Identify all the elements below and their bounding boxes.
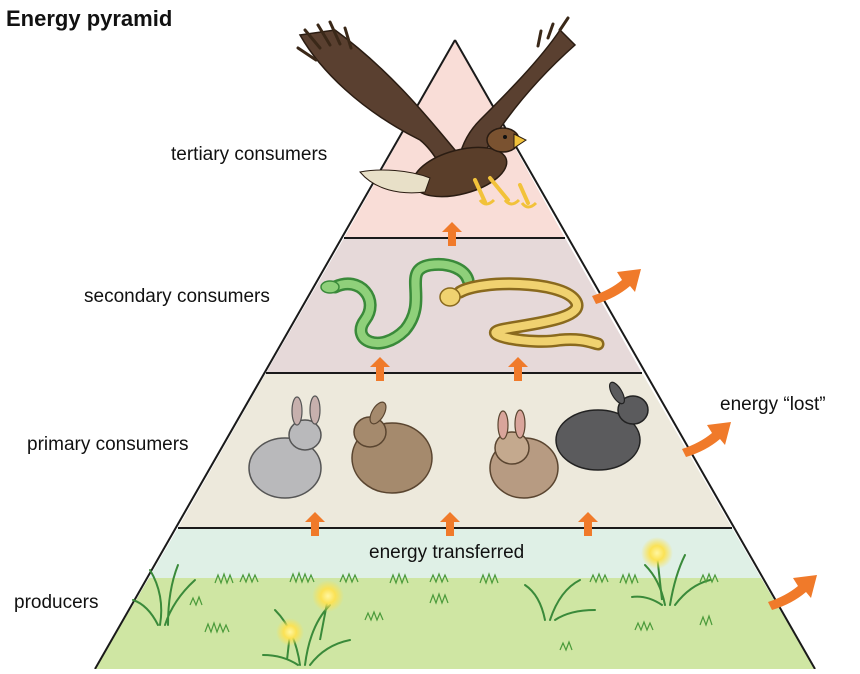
energy-lost-arrows [592,269,817,610]
up-arrow-icon [370,357,390,381]
energy-transfer-arrows [305,222,598,536]
curved-arrow-icon [768,575,817,610]
up-arrow-icon [508,357,528,381]
rabbit-illustration [248,381,649,499]
dandelion-illustration [276,537,673,661]
eagle-illustration [296,16,577,209]
label-primary-consumers: primary consumers [27,434,189,455]
diagram-title: Energy pyramid [6,6,173,31]
label-tertiary-consumers: tertiary consumers [171,144,328,165]
yellow-snake-illustration [439,277,605,351]
grass-texture [189,571,719,652]
up-arrow-icon [440,512,460,536]
green-snake-illustration [320,257,475,350]
label-energy-lost: energy “lost” [720,394,826,415]
label-secondary-consumers: secondary consumers [84,286,270,307]
curved-arrow-icon [682,422,731,457]
up-arrow-icon [305,512,325,536]
curved-arrow-icon [592,269,641,304]
up-arrow-icon [442,222,462,246]
up-arrow-icon [578,512,598,536]
tier-producers-band [149,528,761,578]
tier-producers-field [95,578,815,669]
label-energy-transferred: energy transferred [369,542,525,563]
label-producers: producers [14,592,99,613]
